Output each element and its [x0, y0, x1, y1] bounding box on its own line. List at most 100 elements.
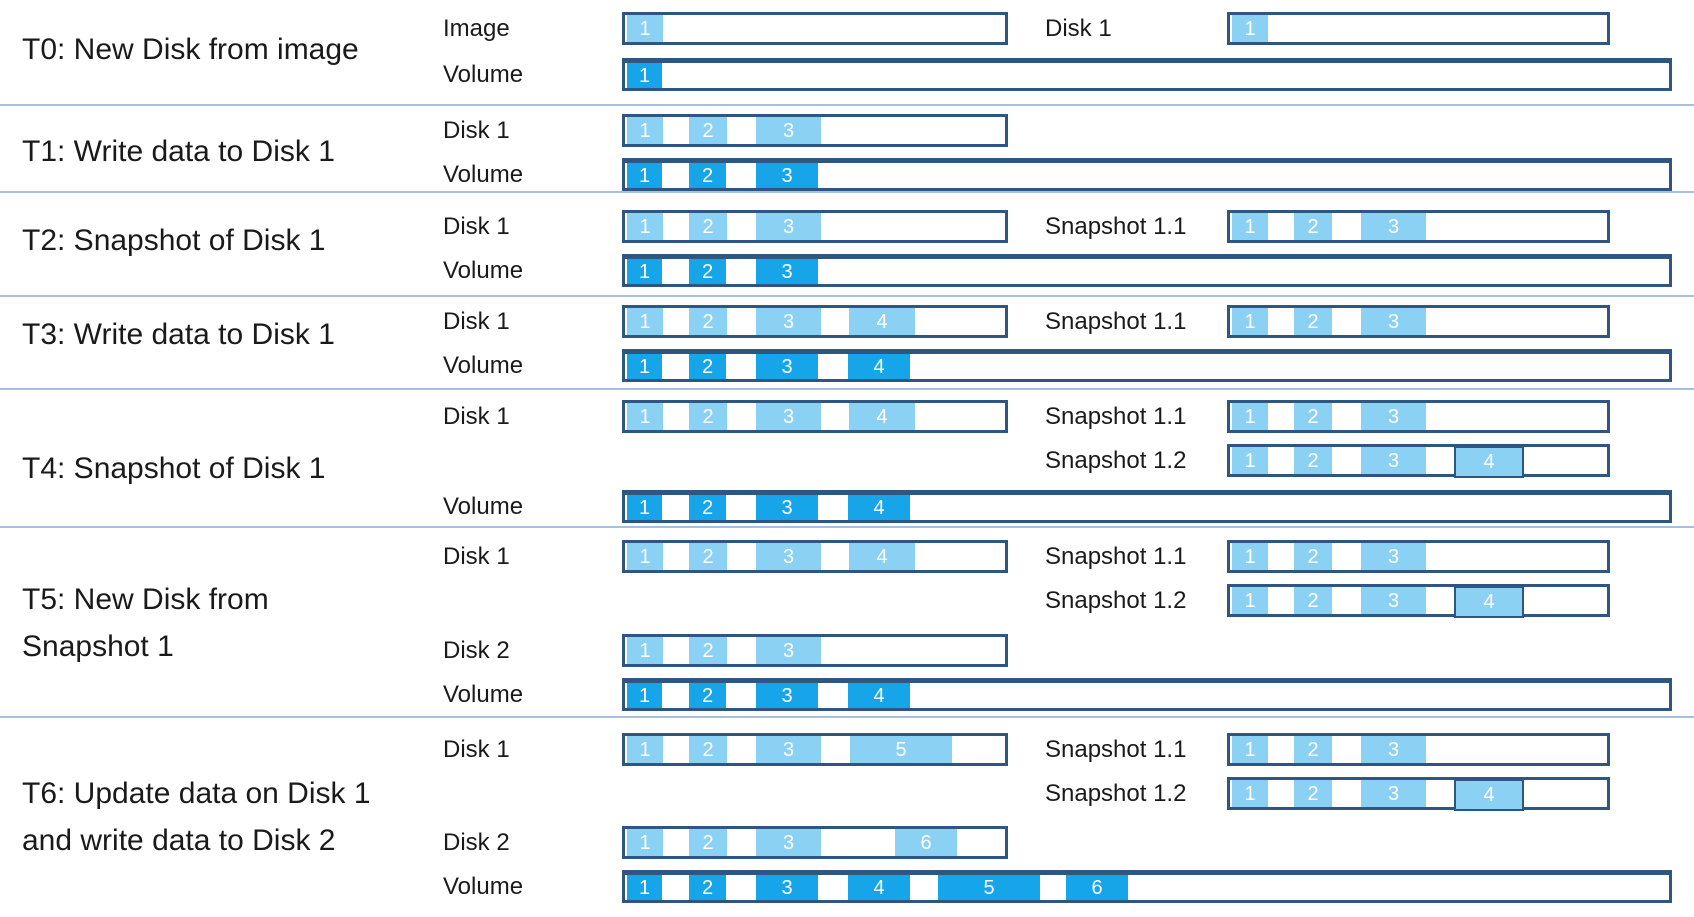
data-block: 3: [1361, 447, 1426, 474]
data-block: 3: [756, 213, 821, 240]
data-block: 2: [1294, 213, 1332, 240]
section-title-t1: T1: Write data to Disk 1: [22, 128, 335, 175]
data-block: 4: [848, 875, 910, 900]
volume-bar: 1: [622, 58, 1672, 91]
data-block: 3: [756, 403, 821, 430]
data-block: 1: [627, 829, 663, 856]
data-block: 3: [756, 875, 818, 900]
data-block: 4: [1454, 586, 1524, 618]
row-label-image: Image: [443, 14, 510, 42]
data-block: 1: [627, 495, 662, 520]
row-label-snapshot-1-2: Snapshot 1.2: [1045, 779, 1187, 807]
row-label-volume: Volume: [443, 872, 524, 900]
data-block: 4: [849, 403, 915, 430]
data-block: 1: [627, 403, 663, 430]
data-block: 4: [848, 683, 910, 708]
data-block: 2: [1294, 403, 1332, 430]
volume-bar: 1 2 3: [622, 254, 1672, 287]
data-block: 2: [689, 683, 726, 708]
data-block: 1: [627, 683, 662, 708]
data-block: 4: [849, 543, 915, 570]
data-block: 1: [1232, 587, 1268, 614]
row-label-disk-2: Disk 2: [443, 828, 510, 856]
data-block: 1: [627, 875, 662, 900]
volume-bar: 1 2 3 4: [622, 678, 1672, 711]
data-block: 4: [848, 354, 910, 379]
data-block: 2: [1294, 308, 1332, 335]
data-block: 3: [1361, 780, 1426, 807]
data-block: 3: [756, 354, 818, 379]
data-block: 2: [689, 259, 726, 284]
data-block: 2: [1294, 447, 1332, 474]
data-block: 1: [1232, 447, 1268, 474]
data-block: 1: [1232, 213, 1268, 240]
section-title-t4: T4: Snapshot of Disk 1: [22, 445, 326, 492]
section-title-line: Snapshot 1: [22, 630, 174, 663]
row-label-snapshot-1-1: Snapshot 1.1: [1045, 402, 1187, 430]
data-block: 2: [689, 829, 727, 856]
data-block: 1: [627, 213, 663, 240]
row-label-disk-1: Disk 1: [443, 307, 510, 335]
section-title-line: T3: Write data to Disk 1: [22, 318, 335, 351]
data-block: 3: [756, 543, 821, 570]
data-block: 2: [1294, 780, 1332, 807]
row-label-snapshot-1-1: Snapshot 1.1: [1045, 212, 1187, 240]
data-block: 3: [756, 683, 818, 708]
data-block: 3: [756, 308, 821, 335]
data-block: 1: [1232, 15, 1268, 42]
data-block: 1: [627, 259, 662, 284]
data-block: 5: [938, 875, 1040, 900]
data-block: 3: [1361, 403, 1426, 430]
row-label-snapshot-1-1: Snapshot 1.1: [1045, 307, 1187, 335]
data-block: 6: [1066, 875, 1128, 900]
data-block: 1: [627, 308, 663, 335]
data-block: 4: [849, 308, 915, 335]
row-label-snapshot-1-1: Snapshot 1.1: [1045, 735, 1187, 763]
data-block: 3: [756, 163, 818, 188]
data-block: 1: [1232, 780, 1268, 807]
data-block: 1: [627, 163, 662, 188]
data-block: 1: [627, 543, 663, 570]
data-block: 1: [1232, 736, 1268, 763]
row-label-disk-1: Disk 1: [1045, 14, 1112, 42]
data-block: 1: [627, 117, 663, 144]
data-block: 1: [627, 354, 662, 379]
section-title-line: T0: New Disk from image: [22, 33, 359, 66]
section-title-line: T5: New Disk from: [22, 583, 269, 616]
data-block: 2: [689, 875, 726, 900]
row-label-volume: Volume: [443, 492, 524, 520]
data-block: 2: [689, 117, 727, 144]
row-label-disk-1: Disk 1: [443, 735, 510, 763]
data-block: 3: [756, 259, 818, 284]
row-label-volume: Volume: [443, 680, 524, 708]
data-block: 4: [1454, 779, 1524, 811]
row-label-volume: Volume: [443, 351, 524, 379]
data-block: 3: [1361, 736, 1426, 763]
section-title-t2: T2: Snapshot of Disk 1: [22, 217, 326, 264]
section-title-t0: T0: New Disk from image: [22, 26, 359, 73]
image-bar: 1: [622, 12, 1008, 45]
section-title-line: T1: Write data to Disk 1: [22, 135, 335, 168]
disk-bar: 1: [1227, 12, 1610, 45]
data-block: 2: [689, 637, 727, 664]
